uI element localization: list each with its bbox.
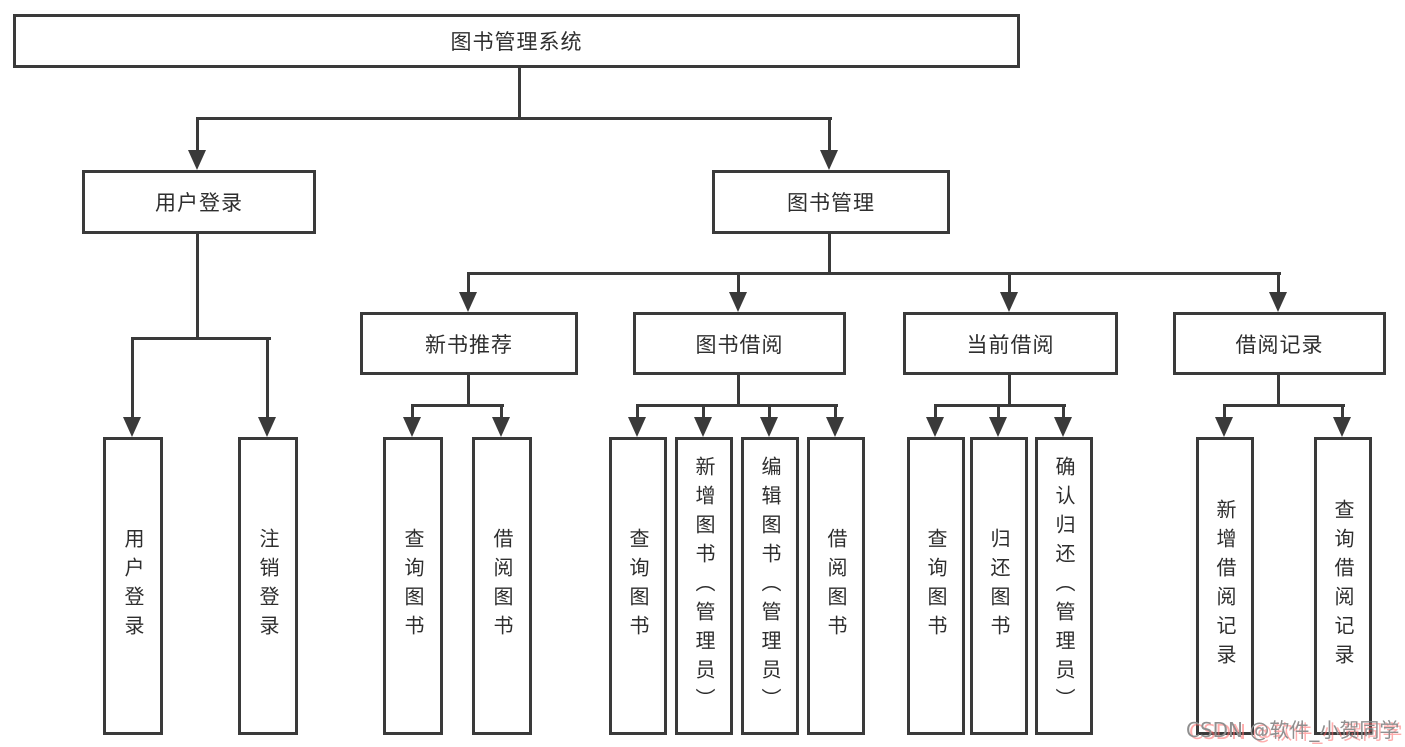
node-label: 当前借阅 xyxy=(966,332,1055,357)
leaf-borrow-books: 借阅图书 xyxy=(807,437,865,735)
node-user-login: 用户登录 xyxy=(82,170,316,234)
arrow-down-icon xyxy=(188,117,206,170)
leaf-label: 确认归还（管理员） xyxy=(1052,455,1076,717)
arrow-down-icon xyxy=(258,337,276,437)
leaf-label: 归还图书 xyxy=(987,528,1011,644)
leaf-label: 注销登录 xyxy=(256,528,280,644)
arrow-down-icon xyxy=(1054,404,1072,437)
connector-line xyxy=(518,68,521,120)
leaf-label: 新增借阅记录 xyxy=(1213,499,1237,673)
leaf-query-books-borrowing: 查询图书 xyxy=(609,437,667,735)
arrow-down-icon xyxy=(628,404,646,437)
leaf-logout: 注销登录 xyxy=(238,437,298,735)
arrow-down-icon xyxy=(1333,404,1351,437)
leaf-label: 借阅图书 xyxy=(824,528,848,644)
arrow-down-icon xyxy=(820,117,838,170)
leaf-label: 查询图书 xyxy=(401,528,425,644)
node-borrowing-records: 借阅记录 xyxy=(1173,312,1386,375)
node-book-management: 图书管理 xyxy=(712,170,950,234)
arrow-down-icon xyxy=(760,404,778,437)
connector-line xyxy=(636,404,838,407)
arrow-down-icon xyxy=(403,404,421,437)
arrow-down-icon xyxy=(123,337,141,437)
leaf-add-borrow-record: 新增借阅记录 xyxy=(1196,437,1254,735)
leaf-return-books: 归还图书 xyxy=(970,437,1028,735)
leaf-label: 用户登录 xyxy=(121,528,145,644)
leaf-label: 查询图书 xyxy=(626,528,650,644)
connector-line xyxy=(1223,404,1345,407)
node-label: 图书管理 xyxy=(787,191,875,215)
leaf-confirm-return-admin: 确认归还（管理员） xyxy=(1035,437,1093,735)
node-label: 图书管理系统 xyxy=(450,30,583,54)
watermark: CSDN @软件_小贺同学 xyxy=(1186,718,1400,742)
node-book-borrowing: 图书借阅 xyxy=(633,312,846,375)
arrow-down-icon xyxy=(459,272,477,312)
connector-line xyxy=(131,337,271,340)
leaf-borrow-books-recommend: 借阅图书 xyxy=(472,437,532,735)
arrow-down-icon xyxy=(492,404,510,437)
connector-line xyxy=(411,404,504,407)
connector-line xyxy=(737,375,740,407)
node-label: 新书推荐 xyxy=(425,332,513,357)
node-label: 图书借阅 xyxy=(695,332,784,357)
leaf-label: 新增图书（管理员） xyxy=(692,455,716,717)
connector-line xyxy=(467,272,1281,275)
leaf-user-login: 用户登录 xyxy=(103,437,163,735)
arrow-down-icon xyxy=(729,272,747,312)
arrow-down-icon xyxy=(694,404,712,437)
leaf-label: 借阅图书 xyxy=(490,528,514,644)
arrow-down-icon xyxy=(926,404,944,437)
node-new-book-recommendation: 新书推荐 xyxy=(360,312,578,375)
leaf-add-books-admin: 新增图书（管理员） xyxy=(675,437,733,735)
connector-line xyxy=(828,234,831,275)
node-library-management-system: 图书管理系统 xyxy=(13,14,1020,68)
arrow-down-icon xyxy=(989,404,1007,437)
node-label: 借阅记录 xyxy=(1235,332,1324,357)
arrow-down-icon xyxy=(1215,404,1233,437)
arrow-down-icon xyxy=(1269,272,1287,312)
connector-line xyxy=(196,117,832,120)
connector-line xyxy=(467,375,470,407)
connector-line xyxy=(1277,375,1280,407)
node-label: 用户登录 xyxy=(155,191,243,215)
connector-line xyxy=(1008,375,1011,407)
leaf-query-books-current: 查询图书 xyxy=(907,437,965,735)
leaf-label: 查询图书 xyxy=(924,528,948,644)
connector-line xyxy=(934,404,1066,407)
leaf-query-books-recommend: 查询图书 xyxy=(383,437,443,735)
leaf-label: 查询借阅记录 xyxy=(1331,499,1355,673)
leaf-query-borrow-record: 查询借阅记录 xyxy=(1314,437,1372,735)
arrow-down-icon xyxy=(1000,272,1018,312)
leaf-label: 编辑图书（管理员） xyxy=(758,455,782,717)
node-current-borrowing: 当前借阅 xyxy=(903,312,1118,375)
leaf-edit-books-admin: 编辑图书（管理员） xyxy=(741,437,799,735)
arrow-down-icon xyxy=(826,404,844,437)
connector-line xyxy=(196,234,199,340)
